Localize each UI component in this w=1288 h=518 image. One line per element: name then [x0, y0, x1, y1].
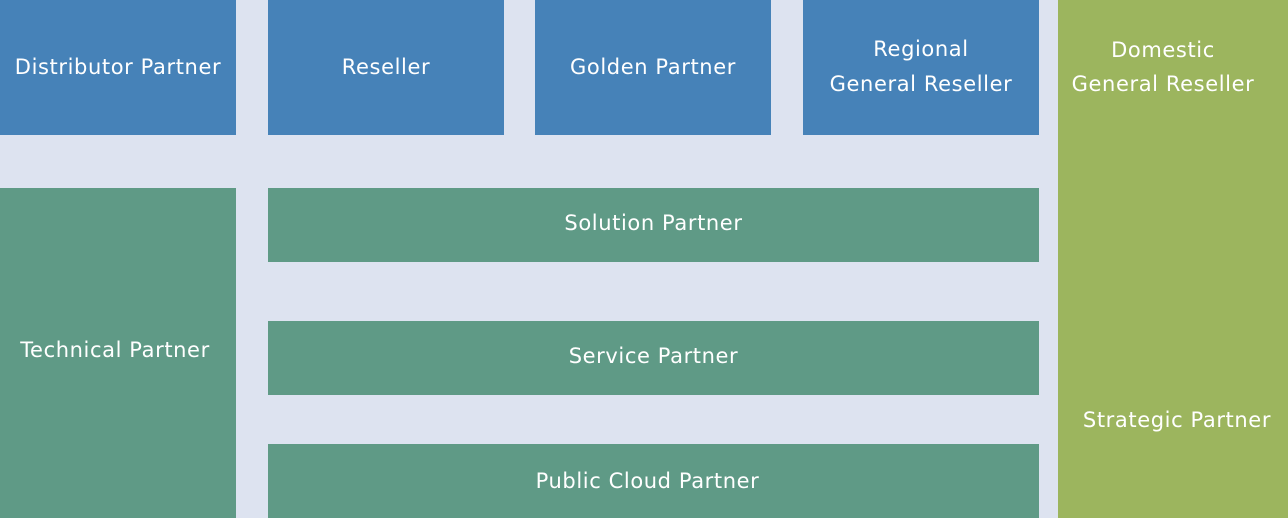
- strategic-partner-label: Strategic Partner: [1082, 408, 1272, 432]
- solution-partner-label: Solution Partner: [564, 210, 743, 235]
- technical-partner-label: Technical Partner: [20, 337, 210, 362]
- domestic-label-line2: General Reseller: [1071, 72, 1255, 96]
- regional-label-line1: Regional: [873, 36, 969, 61]
- golden-partner-label: Golden Partner: [570, 55, 736, 79]
- reseller-label: Reseller: [341, 55, 431, 79]
- distributor-partner-label: Distributor Partner: [14, 55, 222, 79]
- regional-label-line2: General Reseller: [829, 71, 1013, 96]
- service-partner-label: Service Partner: [568, 343, 739, 368]
- public-cloud-partner-label: Public Cloud Partner: [535, 468, 760, 493]
- service-partner-tile: Service Partner: [268, 321, 1039, 395]
- public-cloud-partner-tile: Public Cloud Partner: [268, 444, 1039, 518]
- domestic-general-reseller-label: Domestic General Reseller: [1058, 33, 1268, 101]
- right-column-tile: Domestic General Reseller Strategic Part…: [1058, 0, 1288, 518]
- solution-partner-tile: Solution Partner: [268, 188, 1039, 262]
- reseller-tile: Reseller: [268, 0, 504, 135]
- technical-partner-tile: Technical Partner: [0, 188, 236, 518]
- domestic-label-line1: Domestic: [1111, 38, 1215, 62]
- distributor-partner-tile: Distributor Partner: [0, 0, 236, 135]
- regional-general-reseller-tile: Regional General Reseller: [803, 0, 1039, 135]
- golden-partner-tile: Golden Partner: [535, 0, 771, 135]
